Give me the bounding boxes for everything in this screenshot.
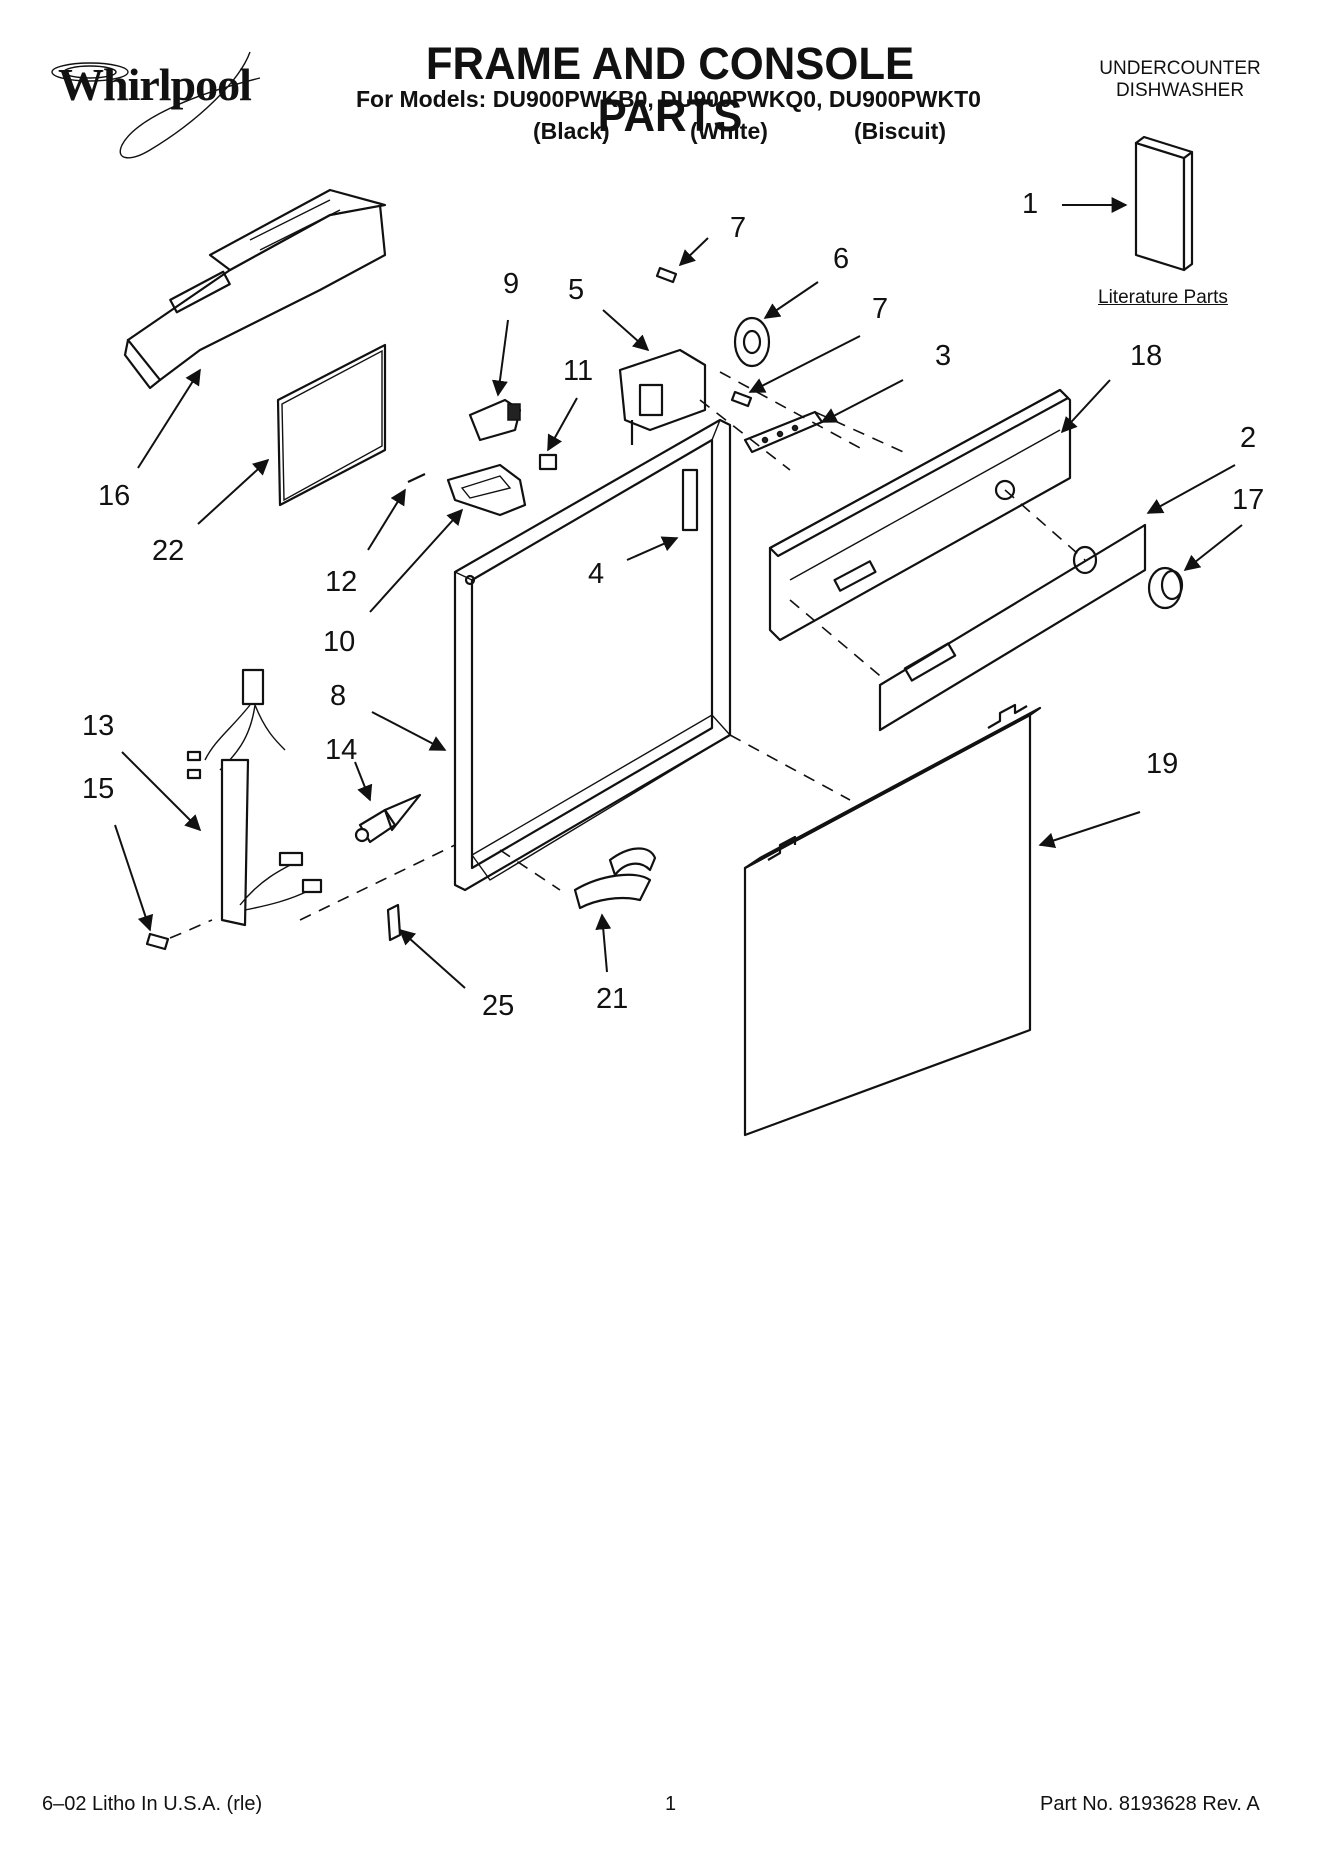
callout-2: 2 (1240, 422, 1257, 454)
logo-swoosh-icon (51, 51, 261, 159)
callout-4: 4 (588, 558, 605, 590)
indicator-board-icon (743, 410, 824, 454)
callout-21: 21 (596, 983, 629, 1015)
insulation-panel-icon (276, 343, 387, 507)
variant-black: (Black) (533, 118, 610, 144)
control-knob-icon (1147, 566, 1184, 610)
callout-3: 3 (935, 340, 952, 372)
callout-10: 10 (323, 626, 356, 658)
switch-assembly-icon (407, 398, 558, 517)
callout-1: 1 (1022, 188, 1039, 220)
callout-15: 15 (82, 773, 115, 805)
literature-parts-label: Literature Parts (1098, 287, 1228, 308)
appliance-line-1: UNDERCOUNTER (1099, 58, 1261, 79)
appliance-line-2: DISHWASHER (1115, 80, 1245, 101)
footer-print-info: 6–02 Litho In U.S.A. (rle) (42, 1793, 263, 1815)
callout-14: 14 (325, 734, 358, 766)
brand-logo: Whirlpool (58, 59, 252, 110)
callout-11: 11 (563, 355, 594, 387)
selector-knob-icon (733, 316, 771, 368)
clip-icon (386, 903, 402, 942)
callout-25: 25 (482, 990, 515, 1022)
literature-booklet-icon (1134, 135, 1194, 272)
callout-9: 9 (503, 268, 520, 300)
models-line: For Models: DU900PWKB0, DU900PWKQ0, DU90… (356, 86, 981, 112)
door-outer-panel-icon (743, 703, 1042, 1137)
callout-7-top: 7 (730, 212, 747, 244)
console-top-cover-icon (123, 188, 387, 390)
screw-icon (145, 266, 753, 951)
console-panel-icon (878, 523, 1147, 732)
footer-part-number: Part No. 8193628 Rev. A (1040, 1793, 1260, 1815)
variant-biscuit: (Biscuit) (854, 118, 946, 144)
page-title: FRAME AND CONSOLE PARTS (425, 38, 915, 141)
callout-17: 17 (1232, 484, 1265, 516)
assembly-lines (169, 371, 1086, 939)
callout-7-lower: 7 (872, 293, 889, 325)
callout-5: 5 (568, 274, 585, 306)
console-frame-icon (768, 388, 1072, 642)
callout-22: 22 (152, 535, 185, 567)
appliance-type: UNDERCOUNTER DISHWASHER (1090, 58, 1270, 102)
callout-13: 13 (82, 710, 115, 742)
timer-module-icon (618, 348, 707, 445)
variant-white: (White) (690, 118, 768, 144)
footer-page-number: 1 (665, 1793, 677, 1815)
callout-8: 8 (330, 680, 347, 712)
callout-18: 18 (1130, 340, 1163, 372)
wire-harness-icon (186, 668, 323, 927)
callout-6: 6 (833, 243, 850, 275)
callout-16: 16 (98, 480, 131, 512)
leader-arrows (114, 197, 1243, 989)
callout-12: 12 (325, 566, 358, 598)
callout-19: 19 (1146, 748, 1179, 780)
door-handle-icon (573, 847, 657, 910)
sensor-connector-icon (354, 793, 422, 844)
